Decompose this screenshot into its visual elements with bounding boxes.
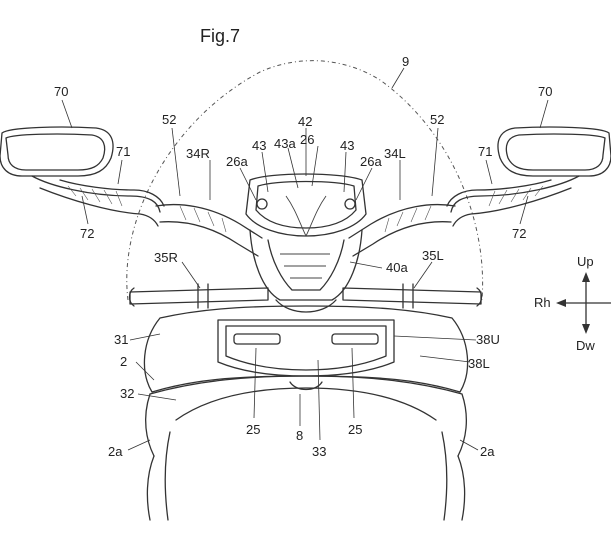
figure-title: Fig.7	[200, 26, 240, 46]
label-35L: 35L	[422, 248, 444, 263]
label-71-left: 71	[116, 144, 130, 159]
arrow-up-icon	[582, 272, 590, 282]
arrow-left-icon	[556, 299, 566, 307]
reference-labels: 70 70 71 71 72 72 52 52 9 42 43 43a 26 4…	[54, 54, 552, 459]
handlebar-35R	[128, 283, 269, 309]
label-2a-right: 2a	[480, 444, 495, 459]
label-38L: 38L	[468, 356, 490, 371]
label-40a: 40a	[386, 260, 408, 275]
meter-unit	[245, 173, 367, 237]
label-43-right: 43	[340, 138, 354, 153]
label-42: 42	[298, 114, 312, 129]
label-34L: 34L	[384, 146, 406, 161]
label-70-left: 70	[54, 84, 68, 99]
label-72-left: 72	[80, 226, 94, 241]
label-72-right: 72	[512, 226, 526, 241]
left-mirror-stay	[31, 175, 165, 227]
label-9: 9	[402, 54, 409, 69]
label-8: 8	[296, 428, 303, 443]
compass-left: Rh	[534, 295, 551, 310]
arrow-down-icon	[582, 324, 590, 334]
label-34R: 34R	[186, 146, 210, 161]
label-35R: 35R	[154, 250, 178, 265]
bracket-arm-34L	[348, 203, 456, 257]
front-forks	[146, 431, 466, 521]
bracket-arm-34R	[155, 203, 263, 257]
lower-cowl	[145, 375, 467, 457]
center-frame	[249, 229, 363, 313]
left-mirror	[0, 126, 114, 177]
label-2: 2	[120, 354, 127, 369]
windscreen-outline	[126, 60, 484, 301]
label-43-left: 43	[252, 138, 266, 153]
label-2a-left: 2a	[108, 444, 123, 459]
label-38U: 38U	[476, 332, 500, 347]
direction-compass: Up Dw Rh	[534, 254, 611, 353]
label-31: 31	[114, 332, 128, 347]
handlebar-35L	[342, 283, 483, 309]
front-cowl	[143, 305, 469, 393]
label-26a-left: 26a	[226, 154, 248, 169]
label-33: 33	[312, 444, 326, 459]
label-71-right: 71	[478, 144, 492, 159]
label-70-right: 70	[538, 84, 552, 99]
label-52-right: 52	[430, 112, 444, 127]
label-32: 32	[120, 386, 134, 401]
label-25-left: 25	[246, 422, 260, 437]
label-26: 26	[300, 132, 314, 147]
label-52-left: 52	[162, 112, 176, 127]
right-mirror	[497, 126, 611, 177]
label-43a: 43a	[274, 136, 296, 151]
compass-up: Up	[577, 254, 594, 269]
right-mirror-stay	[446, 175, 580, 227]
label-25-right: 25	[348, 422, 362, 437]
leader-lines	[61, 67, 549, 451]
compass-down: Dw	[576, 338, 595, 353]
label-26a-right: 26a	[360, 154, 382, 169]
